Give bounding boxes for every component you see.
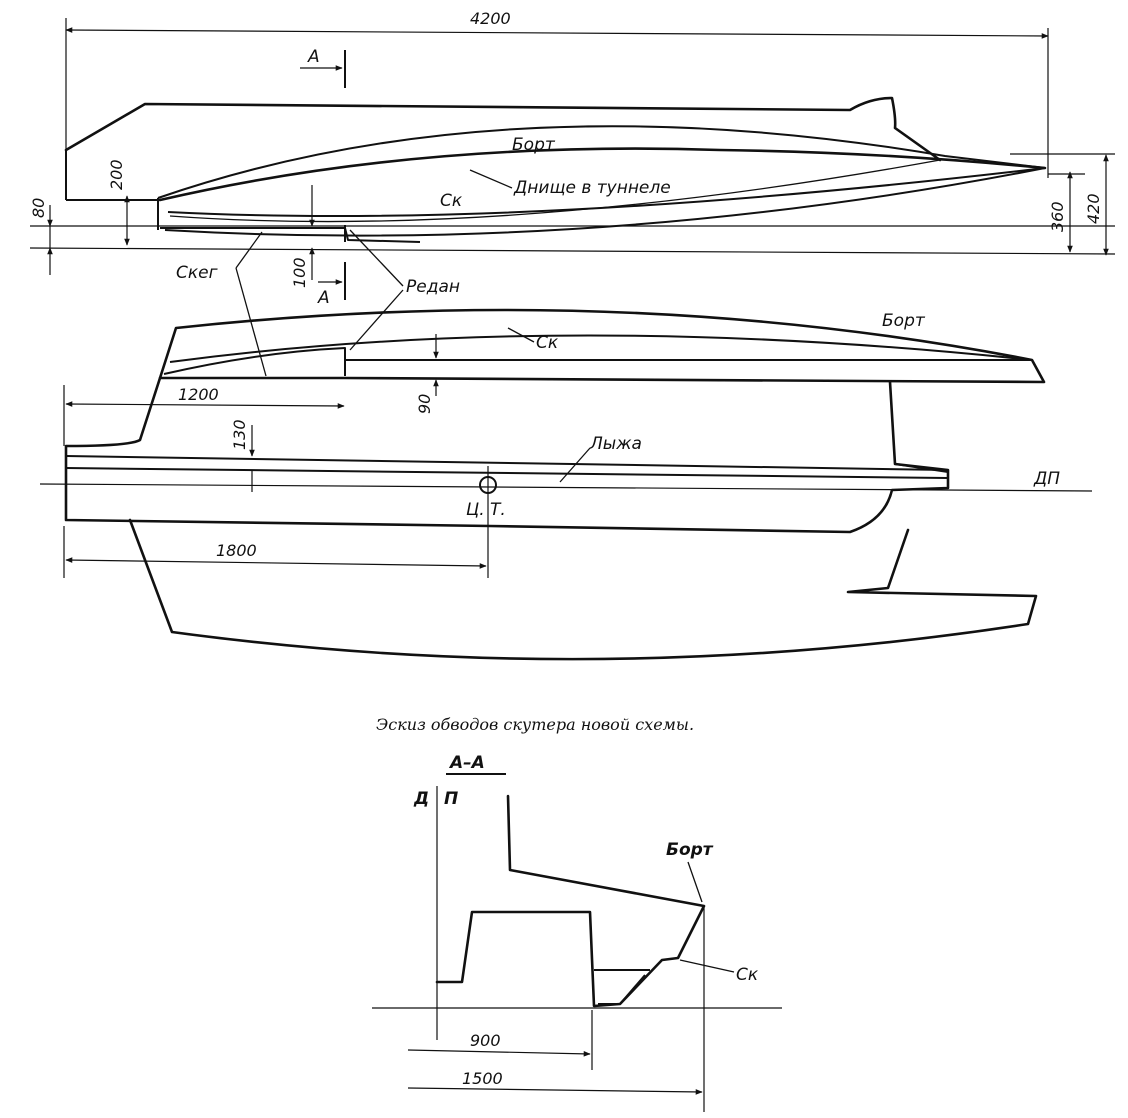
plan-sponson-lower [128,518,1038,661]
ski-label: Лыжа [589,434,642,454]
section-mark-a-bottom: А [317,288,330,308]
section-title: А–А [448,753,485,773]
bort-line-side [157,125,1046,199]
tunnel-bottom-line [158,147,1047,202]
dim-1500: 1500 [462,1069,503,1088]
redan-label: Редан [406,277,460,297]
tunnel-bottom-label: Днище в туннеле [513,178,671,198]
section-center-p: П [444,789,458,809]
bort-label-side: Борт [512,135,556,155]
deck-profile [64,96,942,162]
dim-4200-line [65,27,1049,39]
sk-line-side [167,167,1046,218]
dim-1200: 1200 [178,385,219,404]
cg-label: Ц. Т. [466,500,506,520]
keel-line-side [164,167,1046,237]
plan-view: Борт Ск ДП Ц. Т. Лыжа 1200 90 130 [39,308,1093,661]
sk-label-side: Ск [440,191,463,211]
section-sk-label: Ск [736,965,759,985]
bort-label-plan: Борт [882,311,926,331]
dim-90: 90 [415,394,434,414]
plan-bort-upper [158,308,1046,384]
side-view: 4200 А Борт Днище в туннеле Ск 200 [29,9,1116,377]
section-center-d: Д [413,789,429,809]
dim-100: 100 [290,257,309,288]
center-plane-line [39,483,1093,492]
dim-900: 900 [470,1031,501,1050]
section-bort-label: Борт [666,840,714,860]
section-mark-a-top: А [307,47,320,67]
dim-4200: 4200 [470,9,511,28]
dim-360: 360 [1048,201,1067,232]
center-plane-label: ДП [1033,469,1060,489]
section-a-a: А–А Д П Борт Ск 900 1500 [372,753,782,1112]
figure-caption: Эскиз обводов скутера новой схемы. [376,715,694,734]
dim-80: 80 [29,198,48,218]
dim-200: 200 [107,159,126,190]
skeg-label: Скег [176,263,218,283]
dim-130: 130 [230,419,249,450]
section-profile [435,794,706,1008]
sk-label-plan: Ск [536,333,559,353]
dim-420: 420 [1084,193,1103,224]
dim-1800: 1800 [216,541,257,560]
